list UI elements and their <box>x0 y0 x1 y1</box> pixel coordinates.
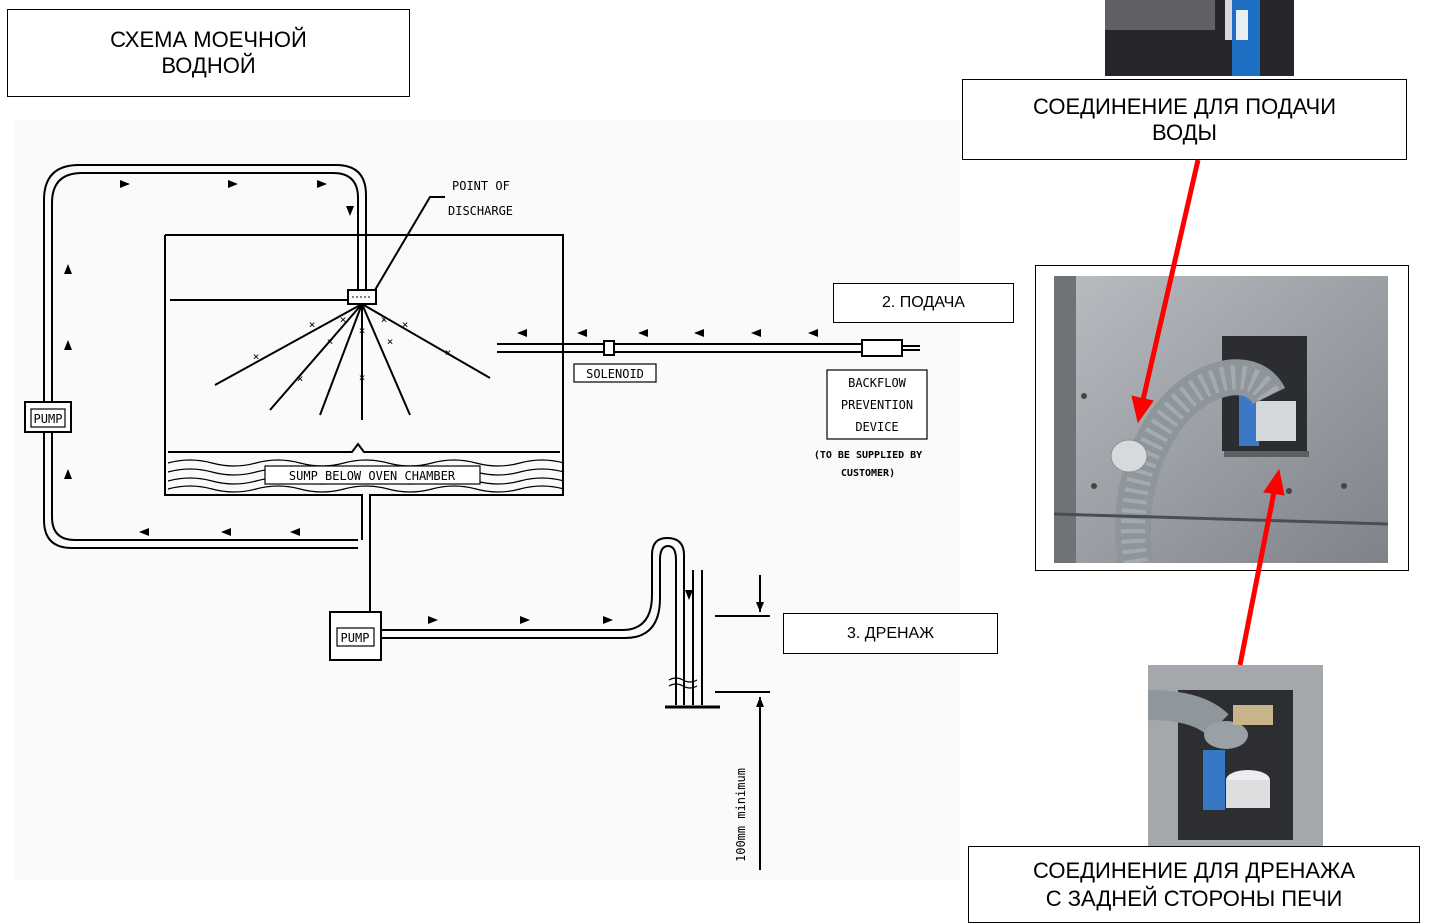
pump-lower-label: PUMP <box>341 631 370 645</box>
supply-caption-line-2: ВОДЫ <box>1033 120 1336 146</box>
drain-connection-caption: СОЕДИНЕНИЕ ДЛЯ ДРЕНАЖА С ЗАДНЕЙ СТОРОНЫ … <box>968 846 1420 923</box>
backflow-label-2: PREVENTION <box>841 398 913 412</box>
drain-label-text: 3. ДРЕНАЖ <box>847 625 934 643</box>
backflow-device-symbol <box>862 340 902 356</box>
svg-text:×: × <box>359 371 366 384</box>
washing-water-schematic: × × × × × × × × × × × POINT OF DISCHARGE PUMP P… <box>0 0 960 923</box>
sump-label: SUMP BELOW OVEN CHAMBER <box>289 469 456 483</box>
point-of-discharge-label-1: POINT OF <box>452 179 510 193</box>
solenoid-label: SOLENOID <box>586 367 644 381</box>
drain-caption-line-1: СОЕДИНЕНИЕ ДЛЯ ДРЕНАЖА <box>1033 857 1355 885</box>
svg-text:×: × <box>309 318 316 331</box>
min-height-label: 100mm minimum <box>734 768 748 862</box>
supply-label-text: 2. ПОДАЧА <box>882 294 965 312</box>
svg-text:×: × <box>340 313 347 326</box>
supply-connection-caption: СОЕДИНЕНИЕ ДЛЯ ПОДАЧИ ВОДЫ <box>962 79 1407 160</box>
backflow-label-1: BACKFLOW <box>848 376 907 390</box>
svg-text:×: × <box>381 313 388 326</box>
customer-note-1: (TO BE SUPPLIED BY <box>814 450 922 461</box>
pump-upper-label: PUMP <box>34 412 63 426</box>
svg-text:×: × <box>253 350 260 363</box>
svg-text:×: × <box>387 335 394 348</box>
svg-text:×: × <box>402 318 409 331</box>
rear-panel-photo-frame <box>1035 265 1409 571</box>
point-of-discharge-label-2: DISCHARGE <box>448 204 513 218</box>
svg-text:×: × <box>297 372 304 385</box>
svg-text:×: × <box>445 346 452 359</box>
backflow-label-3: DEVICE <box>855 420 898 434</box>
rear-panel-photo <box>1054 276 1388 563</box>
svg-text:×: × <box>327 335 334 348</box>
drain-label: 3. ДРЕНАЖ <box>783 613 998 654</box>
supply-caption-line-1: СОЕДИНЕНИЕ ДЛЯ ПОДАЧИ <box>1033 94 1336 120</box>
supply-connector-photo <box>1105 0 1294 76</box>
drain-caption-line-2: С ЗАДНЕЙ СТОРОНЫ ПЕЧИ <box>1033 885 1355 913</box>
supply-label: 2. ПОДАЧА <box>833 283 1014 323</box>
customer-note-2: CUSTOMER) <box>841 468 895 479</box>
svg-text:×: × <box>359 324 366 337</box>
drain-connector-photo <box>1148 665 1323 847</box>
